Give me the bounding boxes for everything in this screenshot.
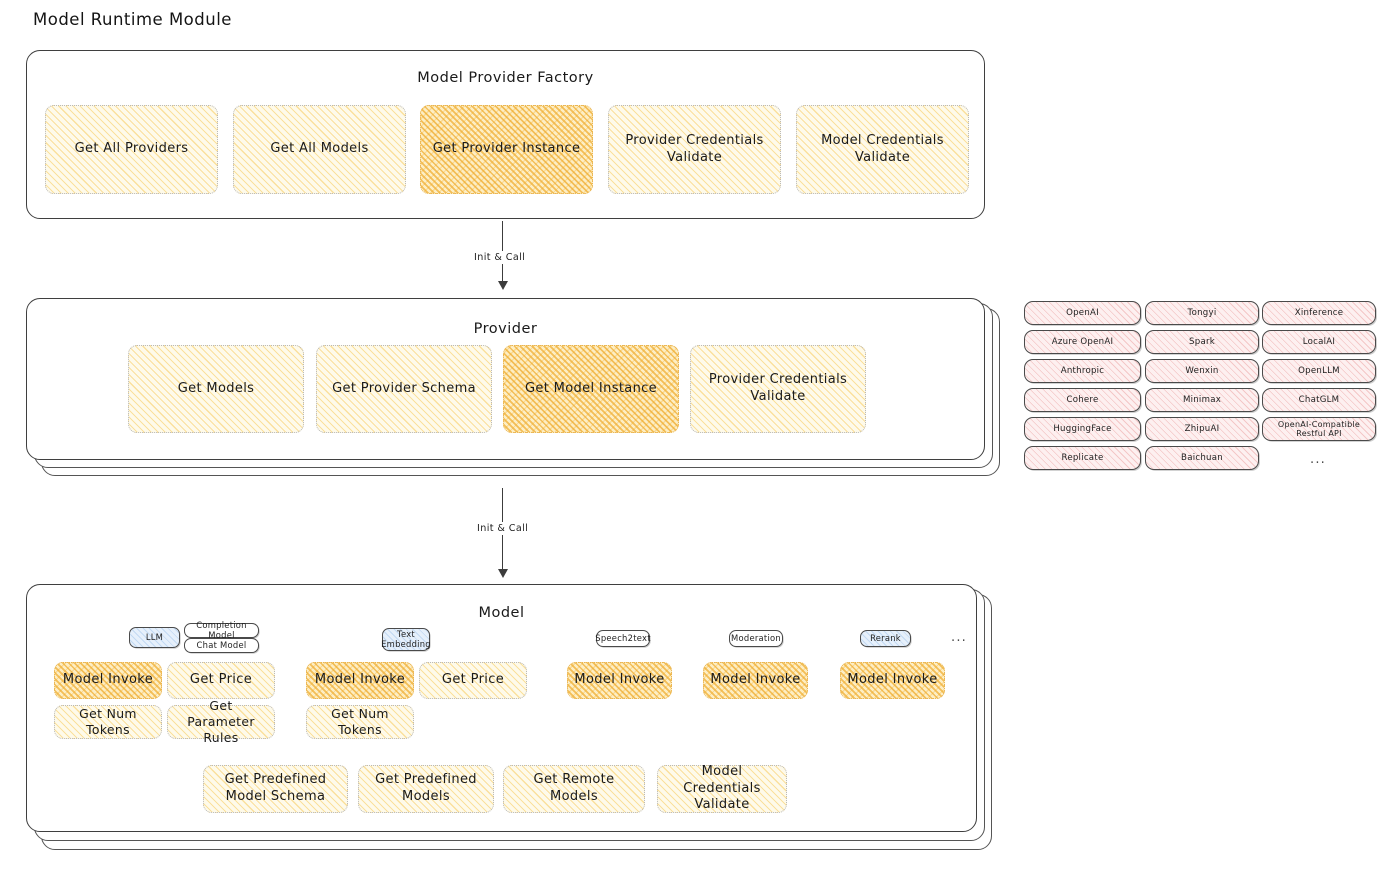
model-title: Model xyxy=(478,605,525,621)
provider-method-provider-credentials-validate[interactable]: Provider Credentials Validate xyxy=(690,345,866,433)
moderation-method-model-invoke[interactable]: Model Invoke xyxy=(703,662,808,699)
provider-pill-tongyi[interactable]: Tongyi xyxy=(1145,301,1259,325)
provider-pill-spark[interactable]: Spark xyxy=(1145,330,1259,354)
factory-method-model-credentials-validate[interactable]: Model Credentials Validate xyxy=(796,105,969,194)
model-subtype-chat-model[interactable]: Chat Model xyxy=(184,638,259,653)
provider-pill-wenxin[interactable]: Wenxin xyxy=(1145,359,1259,383)
model-type-badge-text-embedding[interactable]: Text Embedding xyxy=(381,628,431,651)
provider-pill-anthropic[interactable]: Anthropic xyxy=(1024,359,1141,383)
model-shared-method-get-remote-models[interactable]: Get Remote Models xyxy=(503,765,645,813)
text-embedding-method-get-price[interactable]: Get Price xyxy=(419,662,527,699)
provider-method-get-model-instance[interactable]: Get Model Instance xyxy=(503,345,679,433)
factory-method-get-all-providers[interactable]: Get All Providers xyxy=(45,105,218,194)
rerank-method-model-invoke[interactable]: Model Invoke xyxy=(840,662,945,699)
model-type-badge-moderation[interactable]: Moderation xyxy=(729,630,783,647)
llm-method-get-parameter-rules[interactable]: Get Parameter Rules xyxy=(167,698,275,745)
provider-pill-zhipuai[interactable]: ZhipuAI xyxy=(1145,417,1259,441)
arrow-factory-to-provider-head xyxy=(498,281,508,290)
factory-method-get-all-models[interactable]: Get All Models xyxy=(233,105,406,194)
model-type-badge-speech2text[interactable]: Speech2text xyxy=(595,630,650,647)
provider-method-get-models[interactable]: Get Models xyxy=(128,345,304,433)
speech2text-method-model-invoke[interactable]: Model Invoke xyxy=(567,662,672,699)
provider-pill-huggingface[interactable]: HuggingFace xyxy=(1024,417,1141,441)
provider-method-get-provider-schema[interactable]: Get Provider Schema xyxy=(316,345,492,433)
llm-method-get-price[interactable]: Get Price xyxy=(167,662,275,699)
llm-method-get-num-tokens[interactable]: Get Num Tokens xyxy=(54,705,162,739)
provider-list-more-ellipsis: ... xyxy=(1310,452,1326,467)
provider-pill-localai[interactable]: LocalAI xyxy=(1262,330,1376,354)
model-provider-factory-title: Model Provider Factory xyxy=(417,70,594,86)
factory-method-provider-credentials-validate[interactable]: Provider Credentials Validate xyxy=(608,105,781,194)
arrow-provider-to-model-label: Init & Call xyxy=(473,522,533,535)
provider-pill-openllm[interactable]: OpenLLM xyxy=(1262,359,1376,383)
model-type-badge-llm[interactable]: LLM xyxy=(129,627,180,648)
provider-pill-openai[interactable]: OpenAI xyxy=(1024,301,1141,325)
text-embedding-method-model-invoke[interactable]: Model Invoke xyxy=(306,662,414,699)
model-type-badge-rerank[interactable]: Rerank xyxy=(860,630,911,647)
llm-method-model-invoke[interactable]: Model Invoke xyxy=(54,662,162,699)
model-types-more-ellipsis: ... xyxy=(951,630,967,645)
provider-pill-openai-compatible-restful-api[interactable]: OpenAI-Compatible Restful API xyxy=(1262,417,1376,441)
page-title: Model Runtime Module xyxy=(33,10,232,29)
provider-pill-replicate[interactable]: Replicate xyxy=(1024,446,1141,470)
arrow-provider-to-model-head xyxy=(498,569,508,578)
factory-method-get-provider-instance[interactable]: Get Provider Instance xyxy=(420,105,593,194)
provider-pill-baichuan[interactable]: Baichuan xyxy=(1145,446,1259,470)
provider-pill-minimax[interactable]: Minimax xyxy=(1145,388,1259,412)
text-embedding-method-get-num-tokens[interactable]: Get Num Tokens xyxy=(306,705,414,739)
model-shared-method-model-credentials-validate[interactable]: Model Credentials Validate xyxy=(657,764,787,813)
model-shared-method-get-predefined-models[interactable]: Get Predefined Models xyxy=(358,765,494,813)
arrow-factory-to-provider-label: Init & Call xyxy=(470,251,530,264)
provider-title: Provider xyxy=(473,321,538,337)
model-shared-method-get-predefined-model-schema[interactable]: Get Predefined Model Schema xyxy=(203,765,348,813)
provider-pill-chatglm[interactable]: ChatGLM xyxy=(1262,388,1376,412)
provider-pill-azure-openai[interactable]: Azure OpenAI xyxy=(1024,330,1141,354)
provider-pill-xinference[interactable]: Xinference xyxy=(1262,301,1376,325)
provider-pill-cohere[interactable]: Cohere xyxy=(1024,388,1141,412)
model-subtype-completion-model[interactable]: Completion Model xyxy=(184,620,259,639)
